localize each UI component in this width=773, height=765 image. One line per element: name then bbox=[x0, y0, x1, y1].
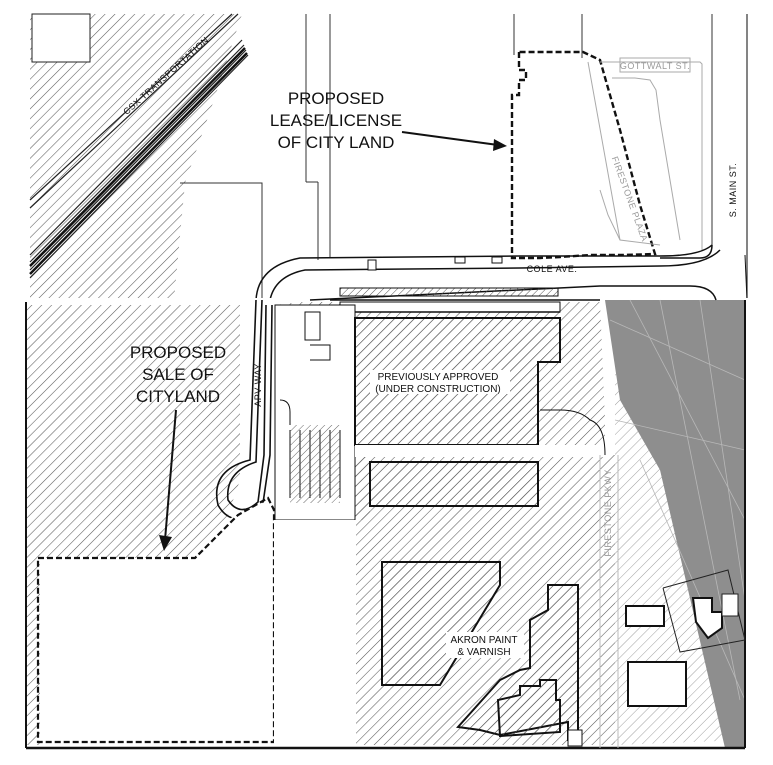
building-label-line1: PREVIOUSLY APPROVED bbox=[378, 372, 499, 383]
east-building-1 bbox=[625, 605, 665, 627]
building-label-line2: (UNDER CONSTRUCTION) bbox=[375, 384, 501, 395]
sale-label-line1: PROPOSED bbox=[130, 343, 226, 362]
rail-tracks bbox=[29, 13, 249, 279]
east-building-2 bbox=[627, 661, 687, 707]
akron-label-line2: & VARNISH bbox=[457, 647, 510, 658]
sale-arrow bbox=[159, 409, 177, 551]
lease-label-line2: LEASE/LICENSE bbox=[270, 111, 402, 130]
apv-way-label: APV WAY bbox=[253, 363, 263, 407]
top-map-panel bbox=[29, 13, 748, 301]
lease-label-line3: OF CITY LAND bbox=[278, 133, 395, 152]
lease-label-line1: PROPOSED bbox=[288, 89, 384, 108]
building-label: PREVIOUSLY APPROVED (UNDER CONSTRUCTION) bbox=[370, 370, 510, 395]
akron-label: AKRON PAINT & VARNISH bbox=[446, 632, 524, 658]
sale-parcel bbox=[40, 500, 275, 742]
sale-label-line3: CITYLAND bbox=[136, 387, 220, 406]
lease-label: PROPOSED LEASE/LICENSE OF CITY LAND bbox=[270, 89, 402, 152]
sale-parcel-boundary bbox=[36, 496, 276, 744]
cole-ave-road bbox=[255, 244, 721, 301]
cole-ave-label: COLE AVE. bbox=[527, 264, 578, 274]
sale-label: PROPOSED SALE OF CITYLAND bbox=[130, 343, 226, 406]
gottwalt-st-label: GOTTWALT ST. bbox=[620, 61, 690, 71]
lease-parcel-boundary bbox=[510, 50, 657, 260]
akron-label-line1: AKRON PAINT bbox=[450, 635, 517, 646]
main-st-label: S. MAIN ST. bbox=[728, 163, 738, 218]
west-hatched-area bbox=[26, 305, 240, 745]
upper-parcel-outline bbox=[180, 182, 263, 300]
railroad-inset-box bbox=[31, 13, 91, 63]
sale-label-line2: SALE OF bbox=[142, 365, 214, 384]
long-building bbox=[369, 461, 539, 507]
firestone-pkwy-label: FIRESTONE PKWY. bbox=[603, 467, 613, 556]
bottom-map-panel bbox=[25, 285, 746, 750]
firestone-plaza-lines bbox=[587, 57, 703, 250]
lease-arrow bbox=[401, 131, 507, 151]
east-building-3 bbox=[691, 597, 723, 640]
